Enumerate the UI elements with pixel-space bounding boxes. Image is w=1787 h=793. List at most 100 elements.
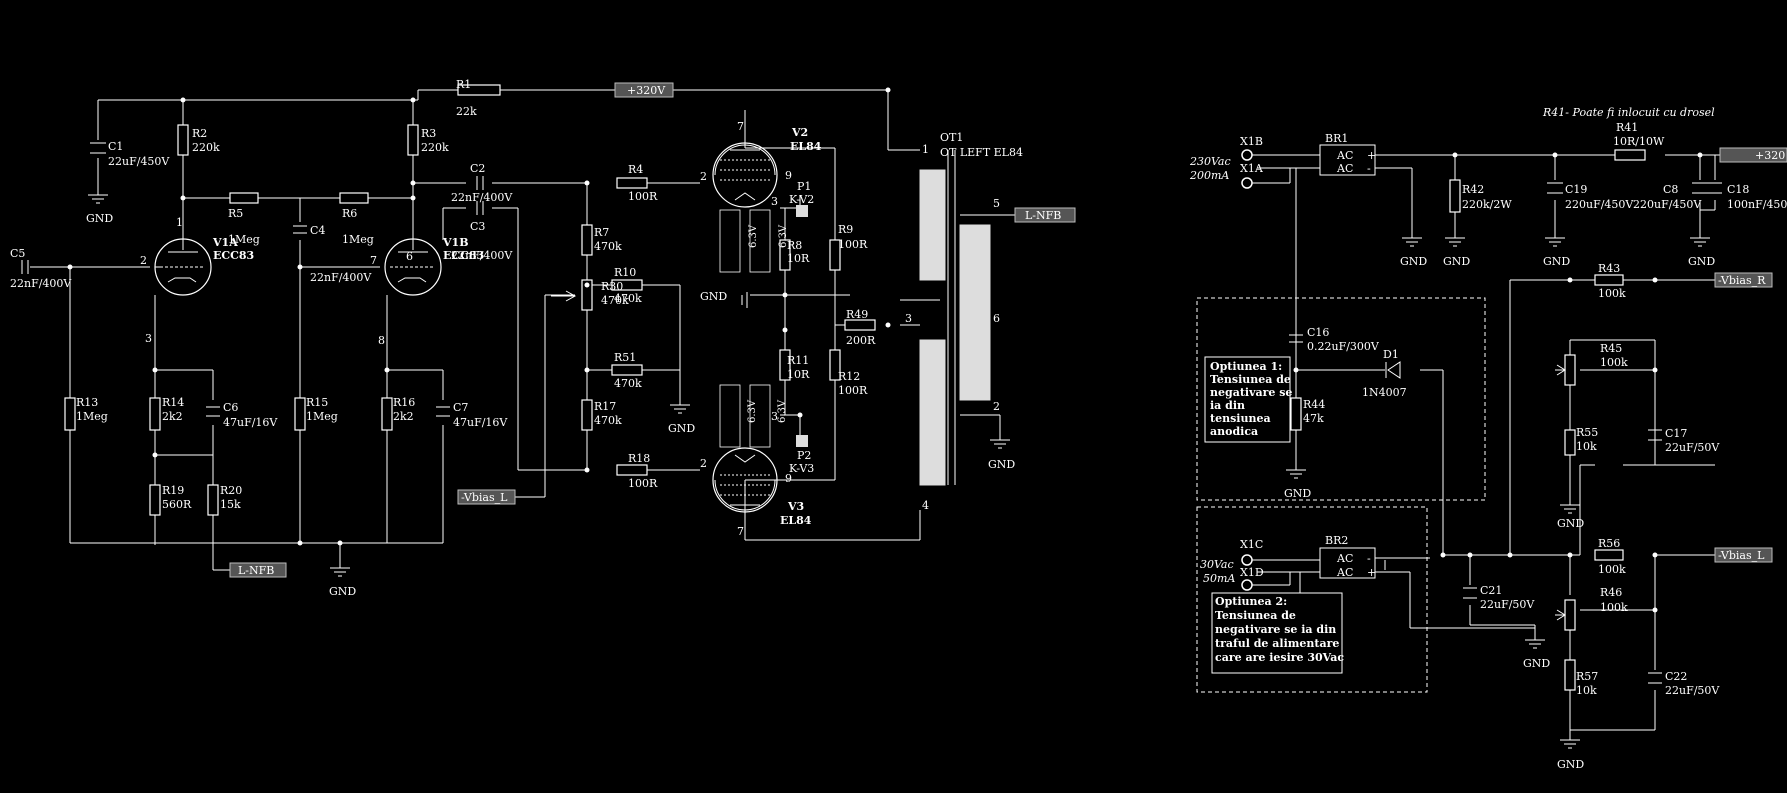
heater-label-2: 6.3V <box>778 224 789 248</box>
opt1-line-4: tensiunea <box>1210 412 1271 425</box>
value-C22: 22uF/50V <box>1665 684 1720 697</box>
resistor-R55 <box>1564 429 1576 456</box>
junction-nodes <box>67 87 1703 613</box>
label-X1B: X1B <box>1240 135 1263 148</box>
test-point-P1 <box>796 205 808 217</box>
opt1-line-5: anodica <box>1210 425 1258 438</box>
label-D1: D1 <box>1383 348 1399 361</box>
option-notes: Optiunea 1: Tensiunea de negativare se i… <box>1210 360 1344 664</box>
label-C18: C18 <box>1727 183 1749 196</box>
value-R20: 15k <box>220 498 241 511</box>
pin-2-v1a: 2 <box>140 254 147 267</box>
test-point-P2 <box>796 435 808 447</box>
flag-b-plus <box>614 82 674 98</box>
label-R49: R49 <box>846 308 868 321</box>
gnd-label-psu-4: GND <box>1688 255 1715 268</box>
label-R3: R3 <box>421 127 436 140</box>
pin-9-v3: 9 <box>785 472 792 485</box>
output-transformer <box>900 150 991 486</box>
label-R10: R10 <box>614 266 636 279</box>
resistor-R16 <box>381 397 393 431</box>
label-R20: R20 <box>220 484 242 497</box>
resistor-R13 <box>64 397 76 431</box>
flag-vbias-l <box>1714 547 1773 563</box>
type-V2: EL84 <box>790 140 822 153</box>
resistor-R19 <box>149 484 161 516</box>
br2-ac1: AC <box>1336 552 1353 565</box>
label-R8: R8 <box>787 239 802 252</box>
label-R55: R55 <box>1576 426 1598 439</box>
bridges <box>1319 144 1376 579</box>
label-R14: R14 <box>162 396 184 409</box>
capacitor-C7 <box>436 406 450 417</box>
value-R42: 220k/2W <box>1462 198 1512 211</box>
gnd-label-psu-8: GND <box>1557 758 1584 771</box>
tube-V1B <box>384 235 442 296</box>
resistor-R18 <box>616 464 648 476</box>
opt2-line-2: negativare se ia din <box>1215 623 1336 636</box>
value-C1: 22uF/450V <box>108 155 170 168</box>
br1-plus: + <box>1367 149 1376 162</box>
heater-box-2 <box>749 209 771 273</box>
capacitor-C5 <box>21 260 29 274</box>
label-R9: R9 <box>838 223 853 236</box>
flag-b-plus-right <box>1719 147 1787 163</box>
resistor-R14 <box>149 397 161 431</box>
label-P2: P2 <box>797 449 811 462</box>
resistor-R4 <box>616 177 648 189</box>
net-flags: +320V L-NFB L-NFB -Vbias_L +320 -Vbias_R… <box>229 82 1787 578</box>
label-C6: C6 <box>223 401 238 414</box>
pin-2-v2: 2 <box>700 170 707 183</box>
opt2-line-4: care are iesire 30Vac <box>1215 651 1344 664</box>
value-R49: 200R <box>846 334 876 347</box>
label-R42: R42 <box>1462 183 1484 196</box>
value-C2: 22nF/400V <box>451 191 513 204</box>
label-R45: R45 <box>1600 342 1622 355</box>
gnd-label-ground-pin: GND <box>700 290 727 303</box>
label-R46: R46 <box>1600 586 1622 599</box>
label-R2: R2 <box>192 127 207 140</box>
capacitors <box>21 142 1722 684</box>
value-R13: 1Meg <box>76 410 108 423</box>
value-C7: 47uF/16V <box>453 416 508 429</box>
gnd-label-2: GND <box>329 585 356 598</box>
resistor-R1 <box>457 84 501 96</box>
flag-vbias-r-label: -Vbias_R <box>1718 274 1766 287</box>
tubes <box>154 142 808 513</box>
label-V3: V3 <box>787 500 804 513</box>
flag-l-nfb-out-label: L-NFB <box>1025 209 1061 222</box>
label-C2: C2 <box>470 162 485 175</box>
value-R45: 100k <box>1600 356 1628 369</box>
ot-primary-top <box>919 169 946 281</box>
resistor-R20 <box>207 484 219 516</box>
note-30-a: 30Vac <box>1200 558 1234 571</box>
capacitor-C2 <box>476 176 484 190</box>
label-R57: R57 <box>1576 670 1598 683</box>
gnd-label-psu-6: GND <box>1557 517 1584 530</box>
pin-6-ot: 6 <box>993 312 1000 325</box>
labels-left: R1 22k C1 22uF/450V R2 220k R3 220k GND … <box>10 78 1023 598</box>
resistor-R51 <box>611 364 643 376</box>
capacitor-C1 <box>90 142 106 154</box>
value-R41: 10R/10W <box>1613 135 1665 148</box>
pin-7-v2: 7 <box>737 120 744 133</box>
ground-symbols <box>88 194 1710 749</box>
bridge-BR1 <box>1319 144 1376 176</box>
flag-vbias-l-in <box>457 489 516 505</box>
label-R13: R13 <box>76 396 98 409</box>
label-R4: R4 <box>628 163 643 176</box>
value-R11: 10R <box>787 368 810 381</box>
value-R2: 220k <box>192 141 220 154</box>
tube-V2 <box>712 142 778 208</box>
value-C18: 100nF/450 <box>1727 198 1787 211</box>
label-P1: P1 <box>797 180 811 193</box>
gnd-label-3: GND <box>668 422 695 435</box>
option2-frame <box>1196 506 1428 693</box>
option1-frame <box>1196 297 1486 501</box>
value-C8: 220uF/450V <box>1633 198 1702 211</box>
pin-6-v1b: 6 <box>406 250 413 263</box>
value-R18: 100R <box>628 477 658 490</box>
pin-3-ot: 3 <box>905 312 912 325</box>
resistor-R43 <box>1594 274 1624 286</box>
